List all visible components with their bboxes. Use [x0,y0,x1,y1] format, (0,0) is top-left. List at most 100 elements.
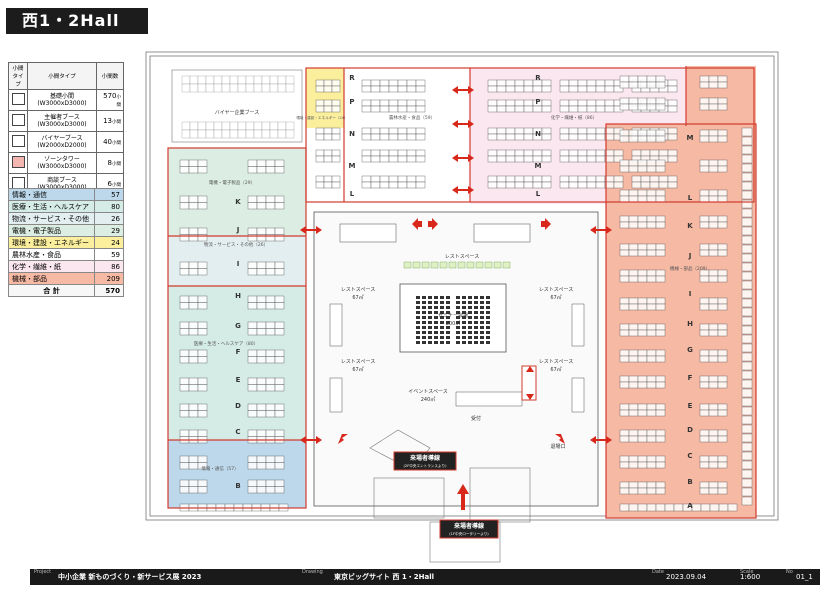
booth [658,155,669,163]
booth [397,127,408,135]
booth [646,487,657,495]
booth [637,249,648,257]
booth [256,403,267,411]
row-letter: R [535,74,541,82]
seminar-seat [474,296,478,299]
booth [699,329,710,337]
seminar-seat [486,321,490,324]
booth [708,129,719,137]
booth [206,503,217,512]
booth [667,79,678,87]
booth [655,189,666,197]
booth [649,79,660,87]
booth [179,349,190,357]
booth [717,269,728,277]
booth [619,103,630,111]
entry-label-1: 来場者導線 [410,454,440,462]
booth [274,403,285,411]
booth [646,375,657,383]
booth [604,79,615,87]
booth [655,75,666,83]
seminar-seat [434,306,438,309]
booth [741,271,753,281]
seminar-seat [456,336,460,339]
booth [619,503,630,512]
footer-project: 中小企業 新ものづくり・新サービス展 2023 [58,573,202,581]
booth [265,356,276,364]
booth [197,436,208,444]
booth [388,85,399,93]
booth [699,455,710,463]
zone-boundaries [167,66,757,519]
booth [619,487,630,495]
legend-row: バイヤーブース(W2000xD2000) 40小間 [8,131,124,153]
booth [523,105,534,113]
booth [406,133,417,141]
booth [640,127,651,135]
seminar-seat [486,341,490,344]
buyer-stall [181,129,191,139]
row-letter: N [535,130,541,138]
booth [514,79,525,87]
booth [649,85,660,93]
booth [646,135,657,143]
booth [331,155,341,163]
booth [388,175,399,183]
booth [595,105,606,113]
booth [215,503,226,512]
booth [179,295,190,303]
booth-grid [179,75,753,512]
seminar-seat [428,311,432,314]
seminar-seat [456,306,460,309]
booth [568,133,579,141]
booth [667,149,678,157]
booth [717,81,728,89]
booth [586,79,597,87]
booth [741,145,753,155]
legend-count: 8 [107,159,112,167]
booth [708,215,719,223]
booth [265,429,276,437]
booth [595,99,606,107]
booth [717,215,728,223]
booth [718,503,729,512]
buyer-stall [285,121,295,131]
booth [637,487,648,495]
booth [265,410,276,418]
booth [406,79,417,87]
buyer-stall [285,129,295,139]
booth [699,249,710,257]
entry-sub-2: (1F中央ロータリーより) [449,531,489,536]
booth [179,436,190,444]
booth [188,321,199,329]
seminar-seat [434,326,438,329]
booth [197,302,208,310]
booth [646,81,657,89]
buyer-stall [213,121,223,131]
footer-drawing-label: Drawing [302,569,323,575]
booth [649,99,660,107]
booth [505,133,516,141]
booth [709,503,720,512]
rest-table [457,261,466,269]
seminar-seat [446,306,450,309]
event-space-label: イベントスペース [408,389,447,395]
legend-name: バイヤーブース [41,135,83,142]
seminar-seat [456,301,460,304]
booth [628,429,639,437]
booth [637,455,648,463]
booth [741,487,753,497]
footer-no: 01_1 [796,573,813,581]
booth [496,155,507,163]
booth [640,175,651,183]
buyer-stall [261,121,271,131]
row-letter: B [235,482,240,490]
booth [631,79,642,87]
booth [265,377,276,385]
legend-unit: 小間 [112,141,121,146]
booth [188,479,199,487]
booth [197,328,208,336]
seminar-seat [480,326,484,329]
booth [741,289,753,299]
seminar-seat [434,296,438,299]
